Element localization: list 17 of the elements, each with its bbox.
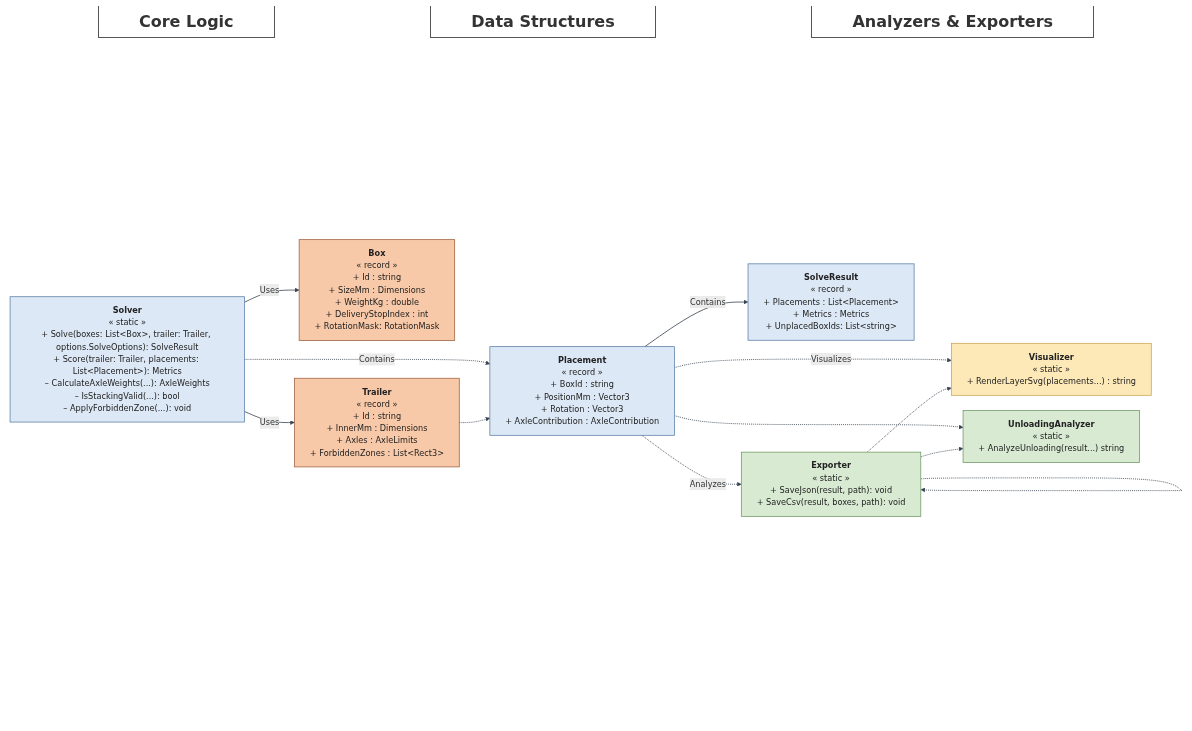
edge-label: Analyzes	[689, 479, 727, 489]
edge-label: Visualizes	[810, 354, 852, 364]
node-box: Trailer « record » + Id : string + InnerMm : Dimensions + Axles : AxleLimits + ForbiddenZones : List<Rect3>	[294, 377, 460, 468]
edge-label: Contains	[359, 354, 395, 364]
edge-label: Uses	[259, 284, 280, 295]
node-box: Visualizer « static » + RenderLayerSvg(placements...) : string	[951, 342, 1152, 396]
node-box: Exporter « static » + SaveJson(result, path): void + SaveCsv(result, boxes, path): void	[740, 451, 922, 517]
column-heading: Core Logic	[97, 6, 275, 38]
column-heading: Data Structures	[430, 6, 656, 38]
node-box: UnloadingAnalyzer « static » + AnalyzeUnloading(result...) string	[962, 410, 1140, 463]
edge-label: Contains	[690, 296, 726, 307]
node-box: Solver « static » + Solve(boxes: List<Box>, trailer: Trailer, options.SolveOptions): SolveResult + Score(trailer: Trailer, placements: List<Placement>): Metrics – CalculateAxleWeights(...): AxleWeights – IsStackingValid(...): bool – ApplyForbiddenZone(...): void	[9, 296, 245, 423]
node-box: Box « record » + Id : string + SizeMm : Dimensions + WeightKg : double + DeliveryStopIndex : int + RotationMask: RotationMask	[298, 239, 456, 341]
edge-label: Uses	[259, 417, 280, 428]
node-box: SolveResult « record » + Placements : List<Placement> + Metrics : Metrics + UnplacedBoxIds: List<string>	[747, 263, 915, 341]
node-box: Placement « record » + BoxId : string + PositionMm : Vector3 + Rotation : Vector3 + AxleContribution : AxleContribution	[489, 346, 675, 436]
column-heading: Analyzers & Exporters	[811, 6, 1095, 38]
